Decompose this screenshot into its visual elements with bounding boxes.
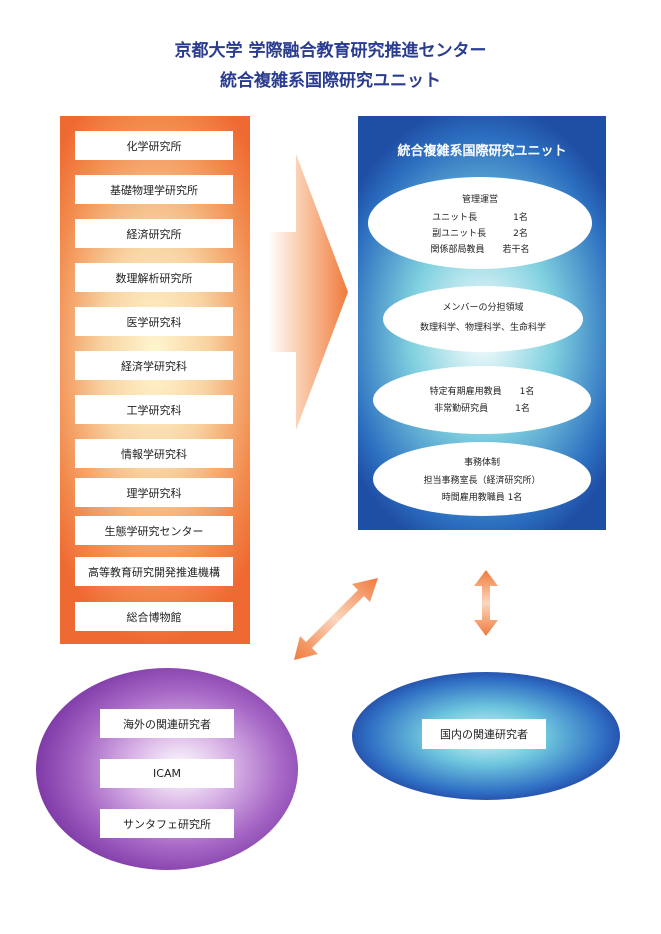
institution-box: 化学研究所 (75, 131, 233, 160)
institution-box: 高等教育研究開発推進機構 (75, 557, 233, 586)
office-row: 担当事務室長（経済研究所） (423, 476, 541, 486)
overseas-item: ICAM (100, 759, 234, 788)
overseas-ellipse: 海外の関連研究者 ICAM サンタフェ研究所 (36, 668, 298, 870)
institution-box: 生態学研究センター (75, 516, 233, 545)
members-heading: メンバーの分担領域 (442, 303, 524, 313)
domestic-label: 国内の関連研究者 (422, 719, 546, 749)
institution-box: 総合博物館 (75, 602, 233, 631)
office-row: 時間雇用教職員 1名 (441, 493, 523, 503)
members-ellipse: メンバーの分担領域 数理科学、物理科学、生命科学 (383, 286, 583, 352)
institution-box: 経済学研究科 (75, 351, 233, 380)
institutions-panel: 化学研究所 基礎物理学研究所 経済研究所 数理解析研究所 医学研究科 経済学研究… (60, 116, 250, 644)
institution-box: 基礎物理学研究所 (75, 175, 233, 204)
overseas-item: 海外の関連研究者 (100, 709, 234, 738)
right-arrow-icon (268, 154, 348, 430)
office-heading: 事務体制 (463, 458, 500, 468)
members-text: 数理科学、物理科学、生命科学 (419, 323, 546, 333)
institution-box: 経済研究所 (75, 219, 233, 248)
overseas-item: サンタフェ研究所 (100, 809, 234, 838)
institution-box: 情報学研究科 (75, 439, 233, 468)
double-arrow-icon (294, 578, 378, 660)
staff-row: 非常勤研究員 1名 (434, 404, 530, 414)
management-row: 副ユニット長 2名 (432, 229, 528, 239)
office-ellipse: 事務体制 担当事務室長（経済研究所） 時間雇用教職員 1名 (373, 442, 591, 516)
unit-panel: 統合複雑系国際研究ユニット 管理運営 ユニット長 1名 副ユニット長 2名 関係… (358, 116, 606, 530)
institution-box: 医学研究科 (75, 307, 233, 336)
staff-row: 特定有期雇用教員 1名 (429, 387, 535, 397)
page-subtitle: 統合複雑系国際研究ユニット (220, 71, 441, 91)
management-heading: 管理運営 (461, 195, 498, 205)
management-row: 関係部局教員 若干名 (430, 245, 530, 255)
domestic-ellipse: 国内の関連研究者 (352, 672, 620, 800)
institution-box: 工学研究科 (75, 395, 233, 424)
double-arrow-icon (474, 570, 498, 636)
institution-box: 数理解析研究所 (75, 263, 233, 292)
staff-ellipse: 特定有期雇用教員 1名 非常勤研究員 1名 (373, 366, 591, 434)
management-row: ユニット長 1名 (432, 213, 528, 223)
management-ellipse: 管理運営 ユニット長 1名 副ユニット長 2名 関係部局教員 若干名 (368, 177, 592, 269)
page-title: 京都大学 学際融合教育研究推進センター (174, 41, 487, 61)
unit-title: 統合複雑系国際研究ユニット (397, 144, 567, 159)
institution-box: 理学研究科 (75, 478, 233, 507)
